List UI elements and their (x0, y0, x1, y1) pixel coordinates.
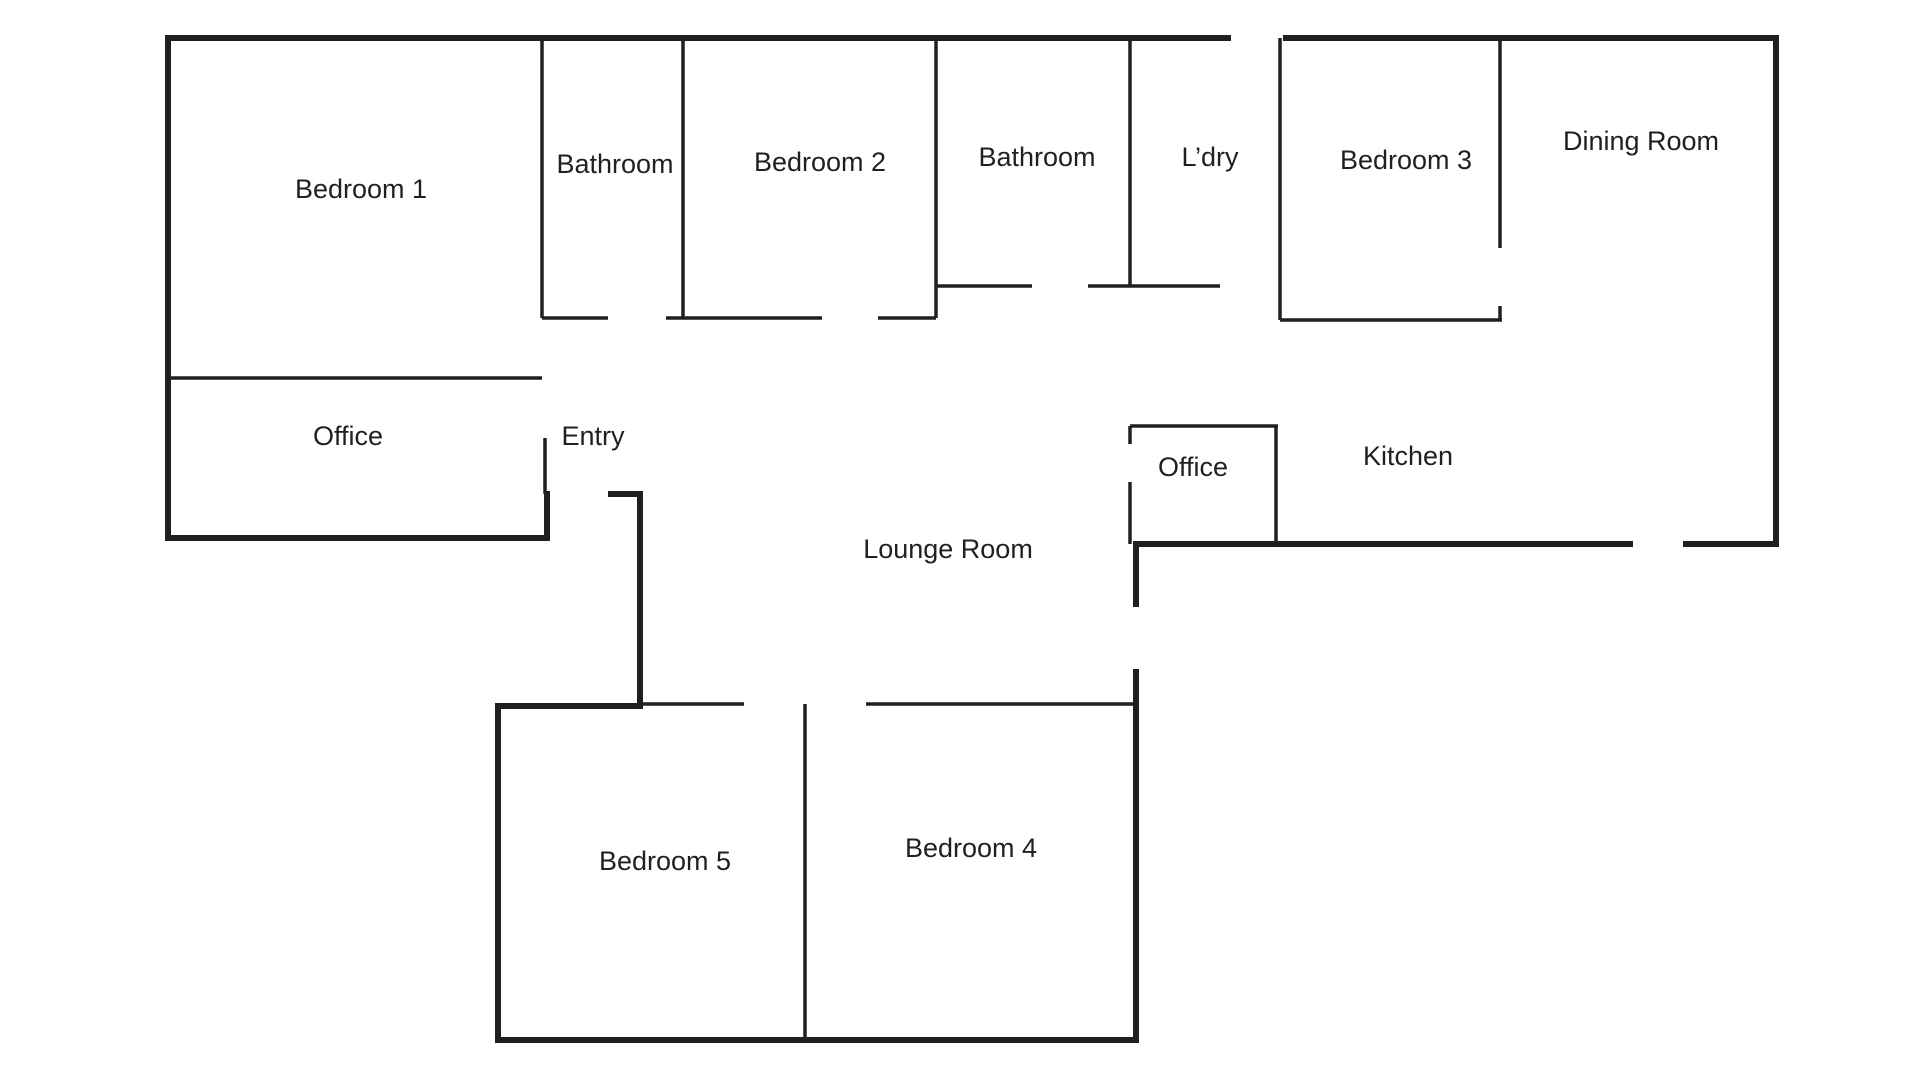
label-bathroom-b: Bathroom (978, 142, 1095, 172)
label-kitchen: Kitchen (1363, 441, 1453, 471)
label-office-b: Office (1158, 452, 1228, 482)
label-lounge-room: Lounge Room (863, 534, 1033, 564)
label-bedroom-5: Bedroom 5 (599, 846, 731, 876)
label-bedroom-1: Bedroom 1 (295, 174, 427, 204)
label-office-a: Office (313, 421, 383, 451)
label-entry: Entry (561, 421, 625, 451)
room-labels: Bedroom 1 Bathroom Bedroom 2 Bathroom L’… (295, 126, 1719, 876)
label-dining-room: Dining Room (1563, 126, 1719, 156)
label-bedroom-4: Bedroom 4 (905, 833, 1037, 863)
label-bathroom-a: Bathroom (556, 149, 673, 179)
label-laundry: L’dry (1181, 142, 1239, 172)
outer-walls (165, 35, 1779, 1043)
label-bedroom-2: Bedroom 2 (754, 147, 886, 177)
interior-walls (168, 38, 1502, 1040)
label-bedroom-3: Bedroom 3 (1340, 145, 1472, 175)
